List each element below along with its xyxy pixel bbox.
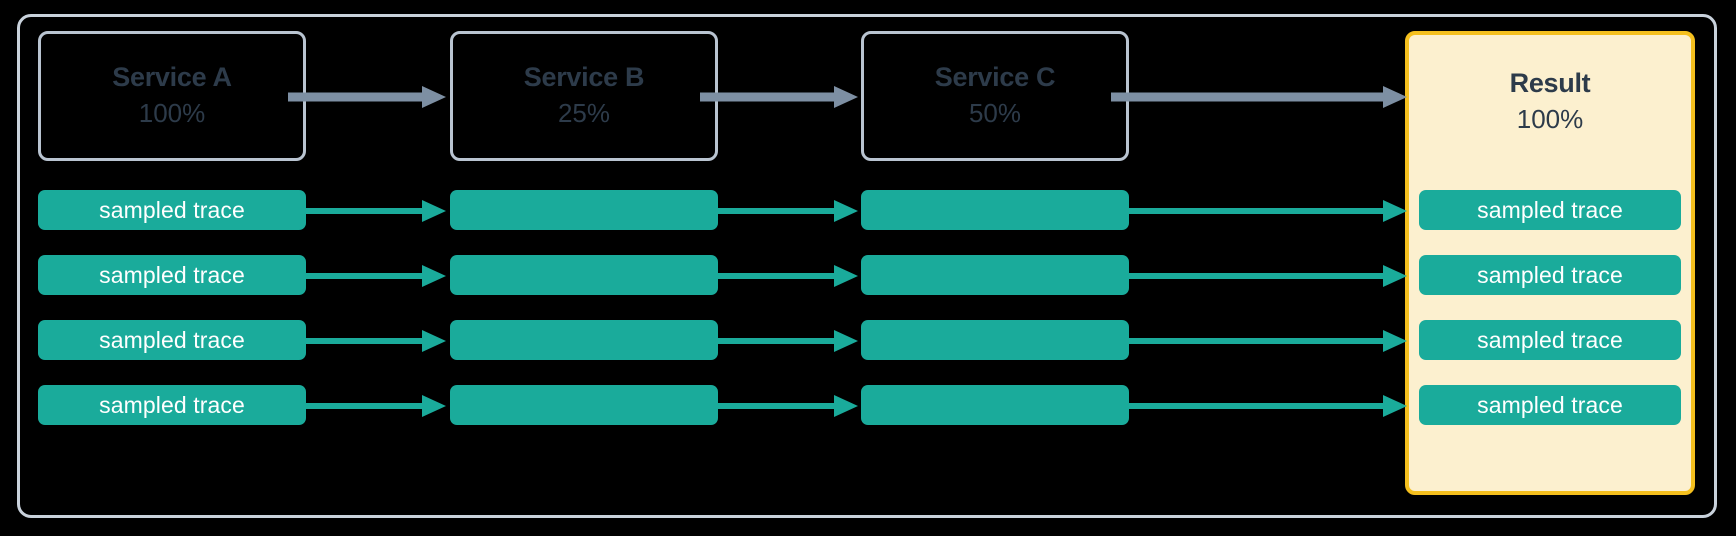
trace-bar-b-4[interactable] — [450, 385, 718, 425]
arrow-trace-2-b-to-c — [700, 263, 858, 293]
trace-bar-a-2[interactable]: sampled trace — [38, 255, 306, 295]
node-service-a[interactable]: Service A 100% — [38, 31, 306, 161]
trace-bar-a-1[interactable]: sampled trace — [38, 190, 306, 230]
arrow-trace-2-a-to-b — [288, 263, 446, 293]
arrow-service-b-to-c — [700, 84, 858, 114]
trace-bar-a-4[interactable]: sampled trace — [38, 385, 306, 425]
node-service-c-percent: 50% — [968, 98, 1022, 129]
arrow-trace-1-b-to-c — [700, 198, 858, 228]
trace-bar-result-3[interactable]: sampled trace — [1419, 320, 1681, 360]
arrow-trace-3-c-to-result — [1111, 328, 1407, 358]
trace-bar-c-4[interactable] — [861, 385, 1129, 425]
arrow-service-a-to-b — [288, 84, 446, 114]
node-service-b-percent: 25% — [557, 98, 611, 129]
trace-bar-a-3[interactable]: sampled trace — [38, 320, 306, 360]
node-result-percent: 100% — [1516, 104, 1584, 135]
trace-bar-result-2[interactable]: sampled trace — [1419, 255, 1681, 295]
arrow-trace-1-c-to-result — [1111, 198, 1407, 228]
node-service-a-percent: 100% — [138, 98, 206, 129]
diagram-outer-frame — [17, 14, 1717, 518]
node-result-title: Result — [1509, 67, 1591, 98]
node-service-b-title: Service B — [523, 61, 645, 92]
trace-bar-result-1[interactable]: sampled trace — [1419, 190, 1681, 230]
arrow-trace-1-a-to-b — [288, 198, 446, 228]
trace-bar-b-1[interactable] — [450, 190, 718, 230]
trace-bar-b-3[interactable] — [450, 320, 718, 360]
node-service-c-title: Service C — [934, 61, 1056, 92]
trace-bar-c-2[interactable] — [861, 255, 1129, 295]
node-service-b[interactable]: Service B 25% — [450, 31, 718, 161]
trace-bar-c-3[interactable] — [861, 320, 1129, 360]
arrow-trace-3-a-to-b — [288, 328, 446, 358]
arrow-trace-4-c-to-result — [1111, 393, 1407, 423]
node-result-header: Result 100% — [1409, 35, 1691, 169]
arrow-trace-2-c-to-result — [1111, 263, 1407, 293]
arrow-trace-4-b-to-c — [700, 393, 858, 423]
arrow-service-c-to-result — [1111, 84, 1407, 114]
trace-bar-b-2[interactable] — [450, 255, 718, 295]
node-service-c[interactable]: Service C 50% — [861, 31, 1129, 161]
trace-bar-c-1[interactable] — [861, 190, 1129, 230]
trace-bar-result-4[interactable]: sampled trace — [1419, 385, 1681, 425]
arrow-trace-4-a-to-b — [288, 393, 446, 423]
arrow-trace-3-b-to-c — [700, 328, 858, 358]
node-service-a-title: Service A — [112, 61, 232, 92]
